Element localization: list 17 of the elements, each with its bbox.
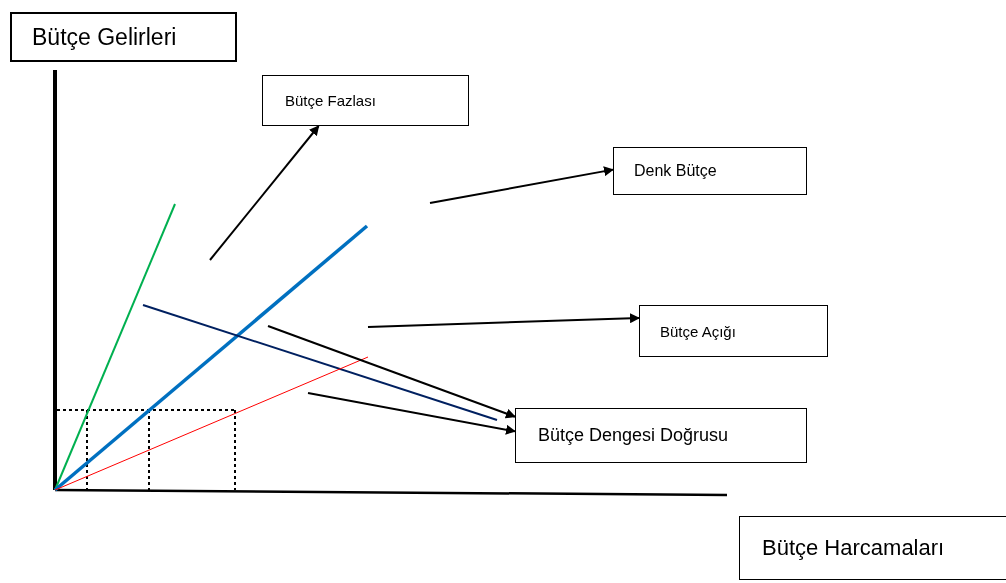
arrow <box>209 125 320 261</box>
box-label: Bütçe Dengesi Doğrusu <box>538 425 729 446</box>
label-box <box>10 12 237 62</box>
label-box <box>639 305 828 357</box>
label-box <box>613 147 807 195</box>
label-box <box>515 408 807 463</box>
box-label: Denk Bütçe <box>634 162 717 180</box>
axis-title: Bütçe Harcamaları <box>762 535 945 561</box>
box-label: Bütçe Fazlası <box>285 92 376 109</box>
label-box <box>262 75 469 126</box>
arrow <box>267 325 516 419</box>
arrow <box>367 313 640 328</box>
arrow <box>429 166 614 204</box>
box-label: Bütçe Açığı <box>660 322 736 340</box>
label-box <box>739 516 1006 580</box>
arrow <box>307 392 516 435</box>
axis-title: Bütçe Gelirleri <box>32 23 177 51</box>
